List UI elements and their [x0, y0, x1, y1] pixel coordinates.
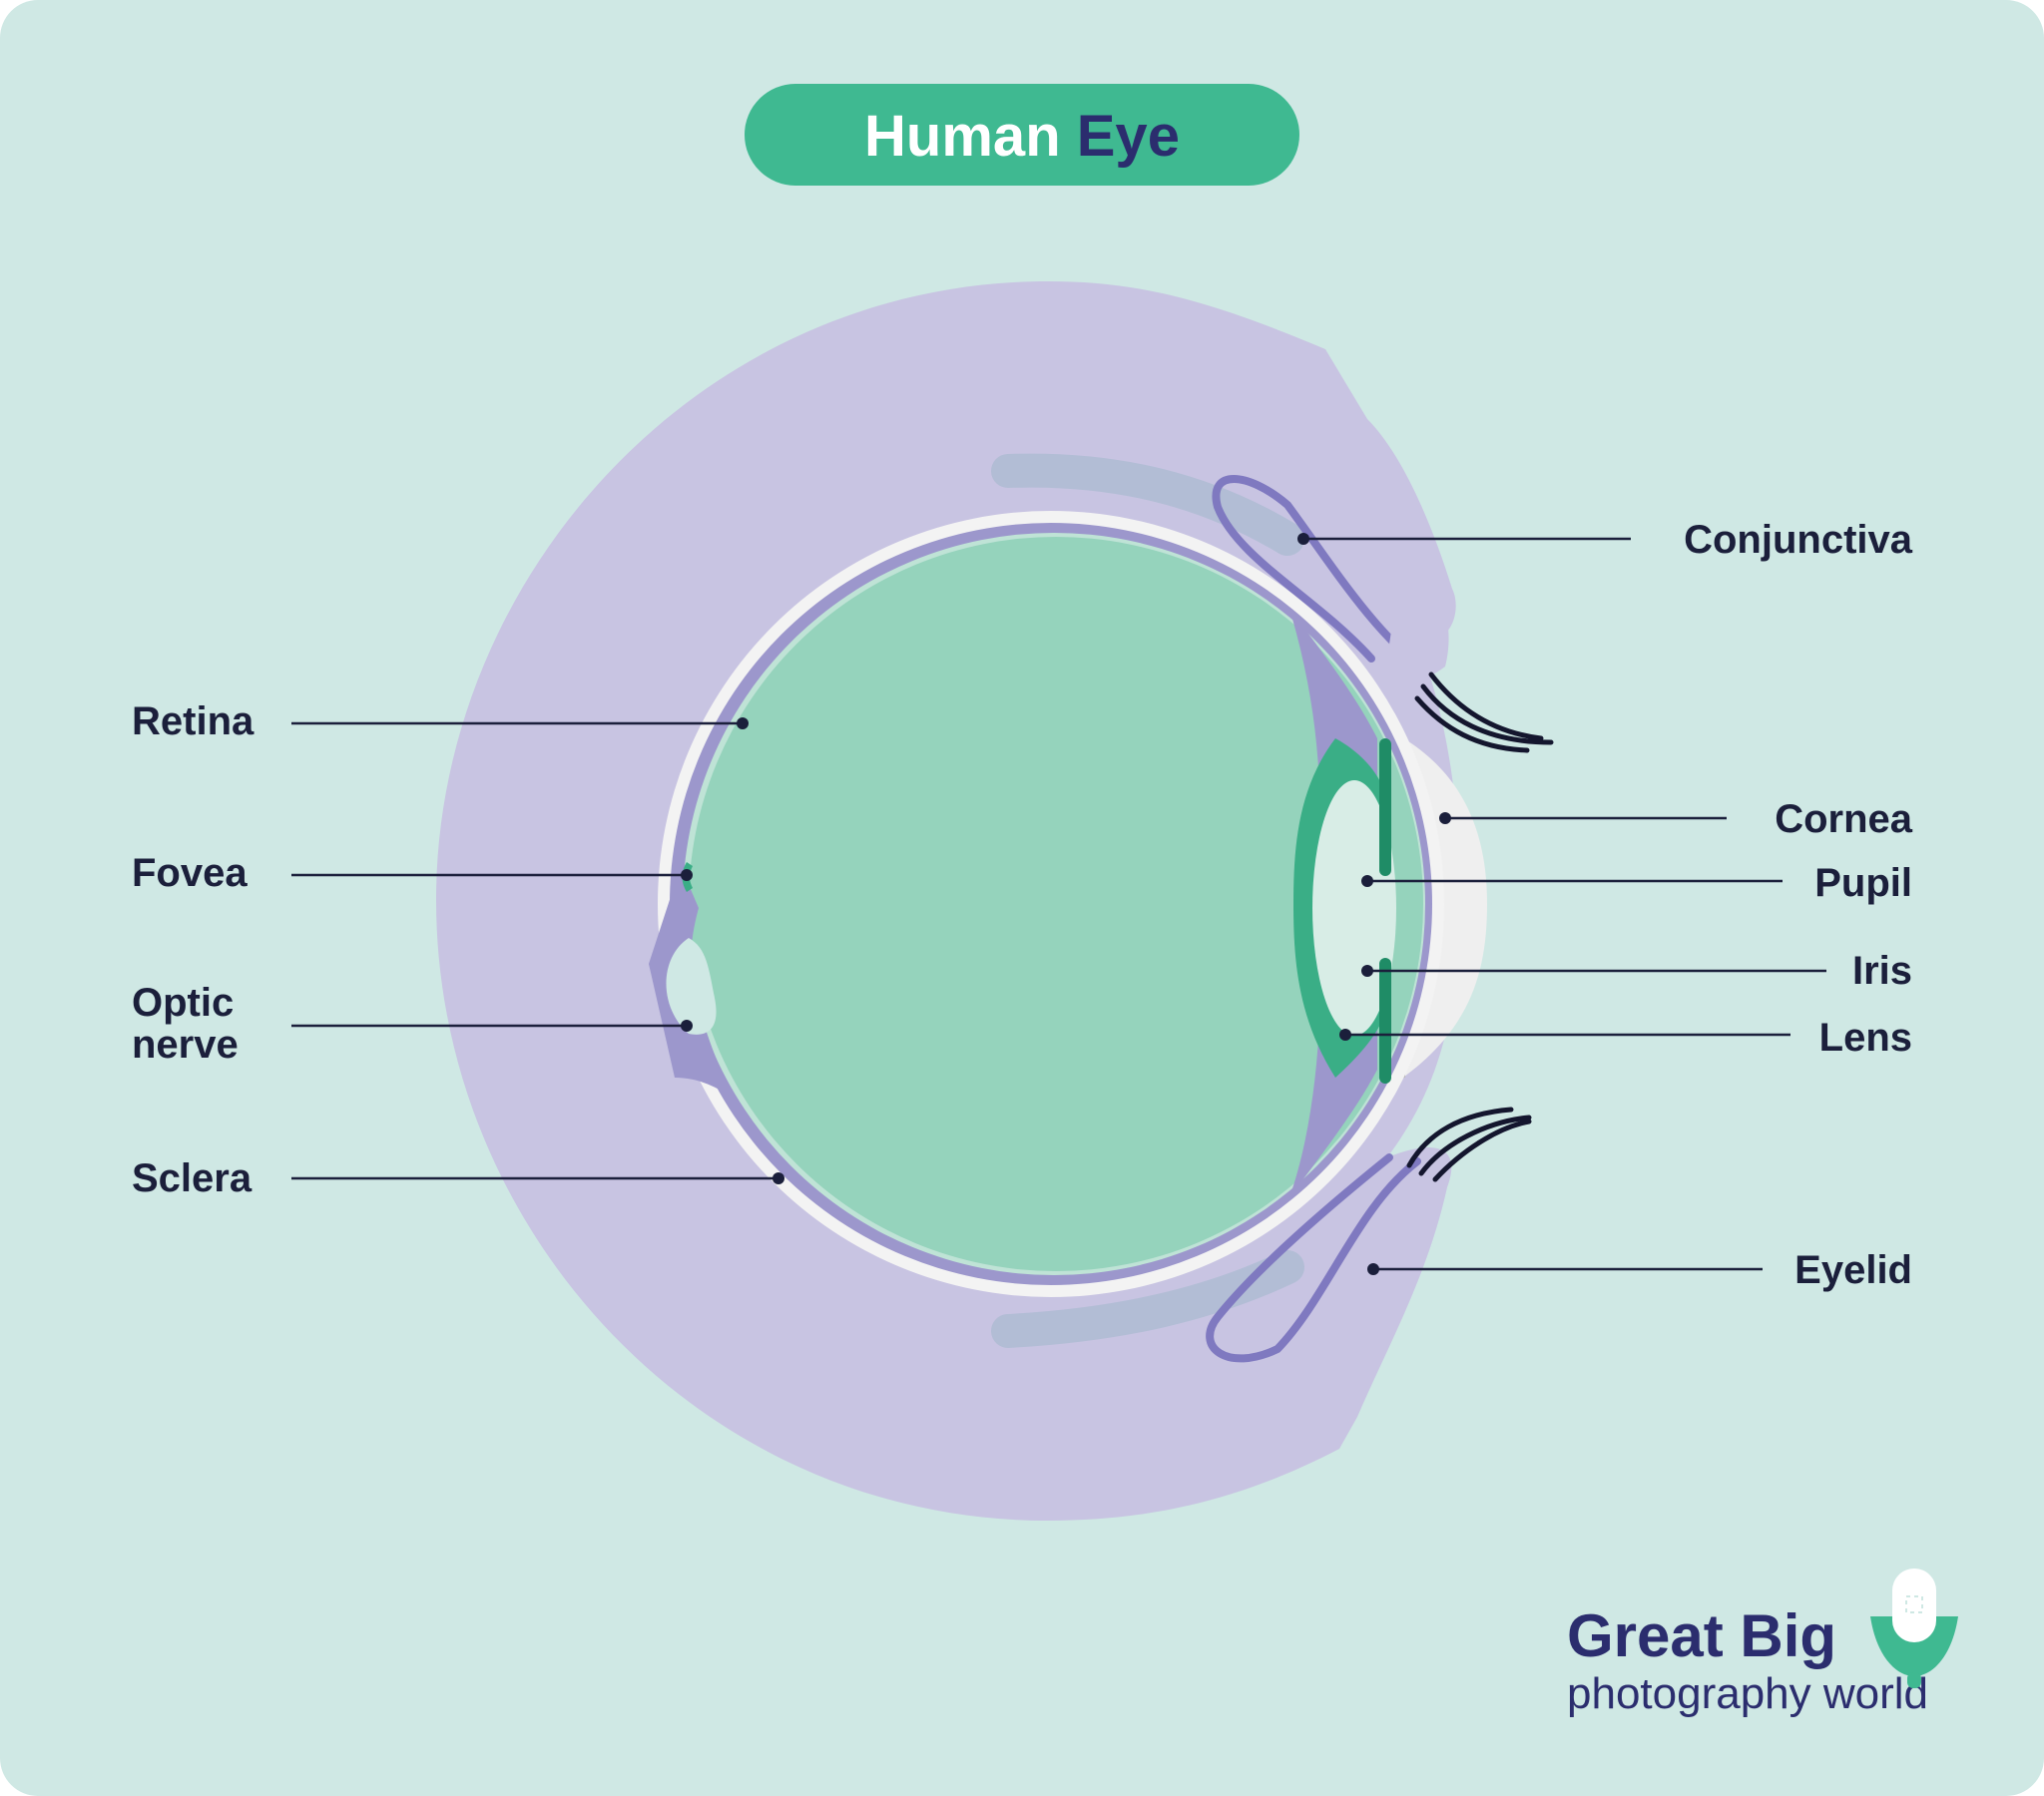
upper-eyelid-outline	[1212, 475, 1431, 674]
label-optic-nerve: Optic nerve	[132, 981, 693, 1067]
lower-muscle	[991, 1250, 1304, 1348]
label-conjunctiva-text: Conjunctiva	[1684, 518, 1913, 562]
brand-line1: Great Big	[1567, 1602, 1836, 1669]
label-retina: Retina	[132, 699, 749, 743]
label-pupil: Pupil	[1361, 861, 1912, 905]
upper-eyelid-fold	[1387, 519, 1449, 679]
label-lens: Lens	[1339, 1016, 1912, 1060]
upper-eyelash-3	[1414, 695, 1530, 753]
lower-eyelash-3	[1432, 1119, 1532, 1182]
lower-eyelash-2	[1418, 1115, 1532, 1176]
svg-text:Human Eye: Human Eye	[864, 104, 1180, 169]
label-iris-text: Iris	[1852, 949, 1912, 993]
lower-eyelid-outline	[1206, 1153, 1421, 1363]
upper-eyelash-1	[1420, 683, 1554, 745]
label-eyelid: Eyelid	[1367, 1248, 1912, 1292]
label-fovea-text: Fovea	[132, 851, 248, 895]
brand-line2: photography world	[1567, 1669, 1928, 1718]
label-optic-nerve-line1: Optic	[132, 981, 234, 1025]
label-cornea: Cornea	[1439, 797, 1913, 841]
camera-mic-icon	[1870, 1569, 1958, 1688]
upper-muscle	[991, 453, 1304, 556]
title-part-human: Human	[864, 104, 1061, 169]
label-optic-nerve-line2: nerve	[132, 1023, 239, 1067]
label-cornea-text: Cornea	[1775, 797, 1913, 841]
label-lens-text: Lens	[1819, 1016, 1912, 1060]
title-pill: Human Eye	[745, 84, 1299, 186]
upper-eyelash-2	[1428, 672, 1544, 741]
label-conjunctiva: Conjunctiva	[1297, 518, 1913, 562]
brand-logo: Great Big photography world	[1567, 1569, 1958, 1718]
vitreous-body	[689, 537, 1423, 1271]
lower-eyelash-1	[1406, 1107, 1514, 1168]
label-iris: Iris	[1361, 949, 1912, 993]
label-sclera-text: Sclera	[132, 1156, 253, 1200]
optic-nerve-inner	[666, 938, 717, 1035]
label-sclera: Sclera	[132, 1156, 784, 1200]
title-part-eye: Eye	[1077, 104, 1180, 169]
label-fovea: Fovea	[132, 851, 693, 895]
label-retina-text: Retina	[132, 699, 255, 743]
label-pupil-text: Pupil	[1814, 861, 1912, 905]
label-eyelid-text: Eyelid	[1794, 1248, 1912, 1292]
